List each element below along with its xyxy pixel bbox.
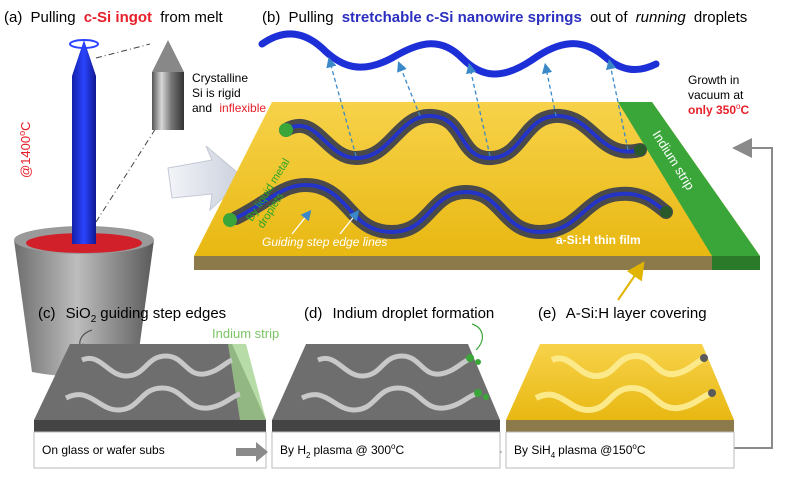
droplet-entry-upper: [634, 144, 646, 156]
substrate-d-top: [272, 344, 500, 420]
step-edges-c-upper: [80, 353, 234, 379]
panel-a: (a) Pulling c-Si ingot from melt @1400oC…: [4, 9, 266, 377]
panel-b-title: (b) Pulling stretchable c-Si nanowire sp…: [262, 9, 747, 26]
pulled-nanowire-spring: [258, 30, 660, 78]
melt-temperature: @1400oC: [17, 121, 33, 178]
crystalline-si: [152, 72, 184, 130]
pull-arrow-4: [541, 62, 557, 117]
zoom-line-bottom: [95, 127, 157, 223]
pull-arrow-3: [466, 62, 491, 157]
droplet-d-3: [474, 389, 482, 397]
caption-box-e: [505, 431, 735, 469]
liquid-droplet-upper: [279, 123, 293, 137]
pull-arrow-5: [605, 58, 629, 151]
nanowire-upper: [284, 113, 642, 161]
droplet-pointer: [471, 323, 483, 351]
covered-droplet-e-1: [700, 354, 708, 362]
guide-arrow-right: [339, 209, 360, 235]
step-edges-e-upper: [550, 352, 704, 380]
panel-d-title: (d) Indium droplet formation: [304, 305, 494, 322]
caption-box-d: [271, 431, 501, 469]
substrate-e-top: [506, 344, 734, 420]
droplet-d-4: [483, 394, 489, 400]
crucible: [14, 240, 154, 377]
nanowire-lower: [234, 182, 668, 235]
ingot-in-melt: [72, 200, 96, 244]
pull-arrow-2: [397, 61, 421, 117]
step-edges-d-lower: [300, 385, 477, 413]
substrate-c-edge: [34, 420, 266, 432]
indium-strip-c: [228, 344, 266, 420]
substrate-front-edge: [194, 256, 760, 270]
step-arrow-c-to-d: [236, 442, 268, 462]
droplet-d-1: [466, 354, 474, 362]
si-note: Crystalline Si is rigid and inflexible: [192, 71, 266, 115]
film-label: a-Si:H thin film: [556, 233, 641, 247]
caption-c: On glass or wafer subs: [42, 443, 165, 457]
a-si-film-surface: [194, 102, 760, 256]
indium-strip-edge: [712, 256, 760, 270]
covered-droplet-e-2: [708, 389, 716, 397]
strip-label-c: Indium strip: [212, 326, 279, 341]
si-crystal-tip: [152, 40, 184, 72]
indium-strip: [618, 102, 760, 256]
panel-b: (b) Pulling stretchable c-Si nanowire sp…: [194, 9, 760, 270]
caption-box-c: [33, 431, 267, 469]
step-edges-d-upper: [316, 353, 470, 379]
zoom-line-top: [95, 43, 151, 59]
droplet-entry-lower: [660, 206, 672, 218]
pull-arrow-1: [326, 56, 357, 157]
growth-note: Growth in vacuum at only 350oC: [688, 73, 749, 117]
droplet-d-2: [475, 359, 481, 365]
step-edges-c-lower: [64, 385, 241, 413]
liquid-droplet-lower: [223, 213, 237, 227]
ingot-tip: [72, 40, 96, 76]
step-edges-e-lower: [534, 384, 712, 414]
guiding-label: Guiding step edge lines: [262, 235, 387, 249]
covering-arrow: [617, 261, 645, 301]
substrate-e-edge: [506, 420, 734, 432]
panel-e-title: (e) A-Si:H layer covering: [538, 305, 707, 322]
guide-arrow-left: [291, 209, 312, 235]
substrate-d-edge: [272, 420, 500, 432]
panel-a-title: (a) Pulling c-Si ingot from melt: [4, 9, 224, 26]
